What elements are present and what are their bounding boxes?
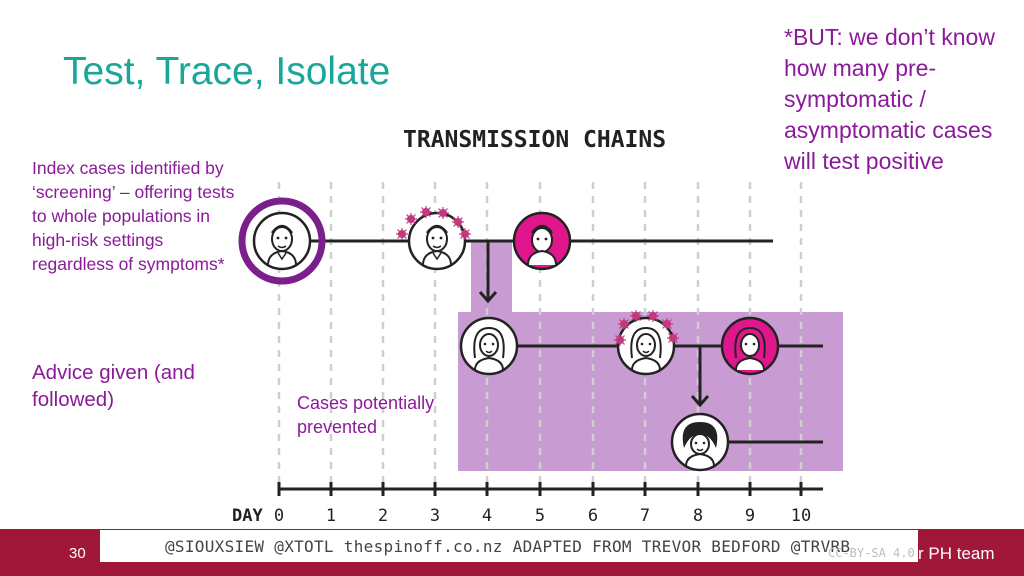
cases-prevented-label: Cases potentially prevented [297, 393, 435, 437]
case-symptomatic-day5 [512, 211, 572, 271]
team-label: r PH team [918, 544, 995, 563]
credit-strip [100, 530, 918, 562]
contact-trace-connector-box [471, 240, 512, 313]
secondary-case-day4 [459, 316, 519, 376]
tick-label-8: 8 [693, 506, 703, 526]
day-axis: DAY 0 1 2 3 4 5 6 7 8 9 10 [232, 482, 823, 526]
page-title: Test, Trace, Isolate [63, 50, 391, 93]
tertiary-case-day8 [670, 412, 730, 472]
tick-label-1: 1 [326, 506, 336, 526]
tick-label-0: 0 [274, 506, 284, 526]
tick-label-9: 9 [745, 506, 755, 526]
tick-label-6: 6 [588, 506, 598, 526]
slide-number: 30 [69, 545, 86, 562]
diagram-title: TRANSMISSION CHAINS [403, 127, 666, 153]
tick-label-4: 4 [482, 506, 492, 526]
tick-label-2: 2 [378, 506, 388, 526]
transmission-arrow-2 [690, 346, 710, 408]
tick-label-3: 3 [430, 506, 440, 526]
tick-label-10: 10 [791, 506, 811, 526]
axis-label: DAY [232, 506, 263, 526]
asymptomatic-caveat-note: *BUT: we don’t know how many pre-symptom… [784, 24, 995, 174]
advice-note: Advice given (and followed) [32, 361, 195, 411]
transmission-arrow-1 [478, 241, 498, 304]
secondary-case-symptomatic-day9 [720, 316, 780, 376]
index-cases-note: Index cases identified by ‘screening’ – … [32, 158, 235, 274]
index-case-person-day0 [252, 211, 312, 271]
image-credit: @SIOUXSIEW @XTOTL thespinoff.co.nz ADAPT… [165, 537, 851, 556]
tick-label-5: 5 [535, 506, 545, 526]
index-case-ring [238, 197, 326, 285]
license-text: CC-BY-SA 4.0 [828, 546, 915, 560]
tick-label-7: 7 [640, 506, 650, 526]
